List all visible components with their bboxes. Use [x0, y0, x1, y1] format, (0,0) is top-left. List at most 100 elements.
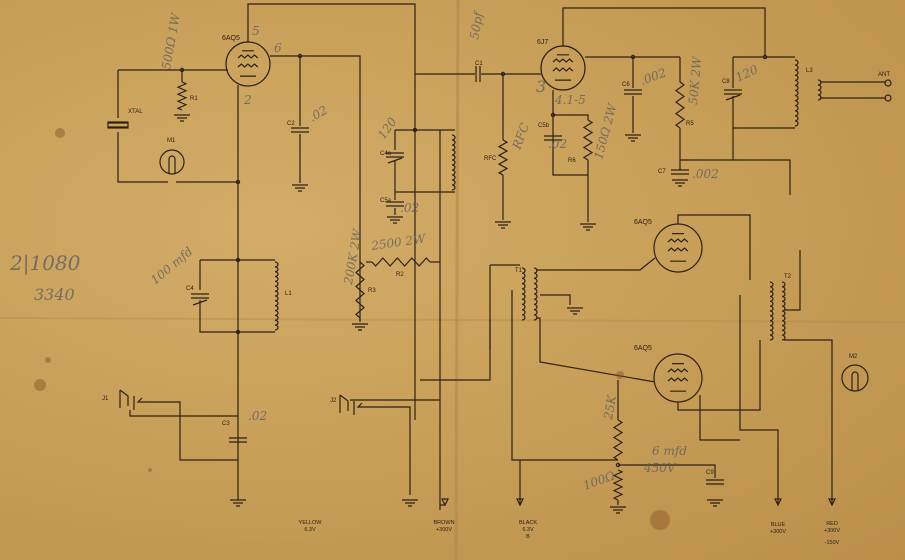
- label-r3: R3: [368, 288, 376, 294]
- wire: [552, 90, 588, 176]
- arrow-down-icon: [828, 498, 836, 507]
- coil-symbol: [769, 281, 774, 341]
- supply-brown: BROWN: [433, 520, 454, 526]
- wire: [562, 7, 766, 56]
- tube-electrode: [670, 233, 686, 262]
- ground-icon: [292, 184, 308, 192]
- ground-icon: [495, 221, 511, 229]
- note-tally-bottom: 3340: [34, 285, 75, 304]
- resistor-symbol: [674, 81, 686, 129]
- wire: [739, 295, 779, 505]
- ground-icon: [580, 223, 596, 231]
- wire: [511, 290, 618, 461]
- wire: [160, 401, 238, 461]
- supply-red-volt: +300V: [824, 528, 840, 534]
- fold-crease: [454, 0, 460, 560]
- supply-yellow: YELLOW: [299, 520, 323, 526]
- jack-icon: [119, 389, 160, 410]
- note-c5a-value: .02: [400, 201, 419, 215]
- tube-grid: [667, 238, 689, 252]
- arrow-down-icon: [774, 498, 782, 507]
- tube-label-pp-top: 6AQ5: [634, 219, 652, 226]
- label-c6: C6: [622, 82, 630, 88]
- tube-electrode: [670, 363, 686, 392]
- label-r1: R1: [190, 96, 198, 102]
- coil-symbol: [794, 59, 799, 127]
- supply-black: BLACK: [519, 520, 537, 526]
- label-r: R5: [686, 121, 694, 127]
- resistor-symbol: [612, 419, 624, 461]
- label-j2: J2: [330, 398, 337, 404]
- note-pin5: 5: [252, 24, 260, 38]
- ground-icon: [567, 307, 583, 315]
- label-c7: C7: [658, 169, 666, 175]
- fold-crease: [0, 317, 905, 323]
- label-xtal: XTAL: [128, 109, 143, 115]
- tube-grid: [237, 54, 259, 68]
- note-r6-value: 25K: [601, 393, 619, 421]
- arrow-down-icon: [441, 498, 449, 507]
- tube-electrode: [240, 50, 256, 77]
- supply-blue: BLUE: [771, 522, 786, 528]
- antenna-terminal-icon: [884, 79, 892, 87]
- stain-mark: [55, 128, 65, 138]
- lamp-filament: [168, 155, 176, 174]
- ground-icon: [174, 114, 190, 122]
- junction-dot: [235, 329, 241, 335]
- label-m1: M1: [167, 138, 176, 144]
- label-rfc: RFC: [484, 156, 497, 162]
- label-j1: J1: [102, 396, 109, 402]
- resistor-symbol: [612, 469, 624, 501]
- wire: [680, 159, 791, 195]
- label-c1: C1: [475, 61, 483, 67]
- coil-symbol: [817, 79, 822, 101]
- ground-icon: [625, 134, 641, 142]
- wire: [677, 340, 761, 411]
- wire: [732, 96, 795, 129]
- meter-lamp-icon: [159, 149, 185, 175]
- jack-icon: [339, 394, 380, 415]
- label-c4: C4: [186, 286, 194, 292]
- note-c4-value: 100 mfd: [148, 244, 196, 287]
- tube-electrode: [555, 54, 571, 81]
- stain-mark: [650, 510, 670, 530]
- supply-black-b: B: [526, 534, 530, 540]
- label-t1: T1: [515, 268, 523, 274]
- supply-brown-volt: +300V: [436, 527, 452, 533]
- note-c4a-value: 120: [375, 115, 400, 142]
- note-c9-value: 6 mfd: [652, 444, 687, 458]
- wire: [536, 257, 656, 271]
- ground-icon: [672, 179, 688, 187]
- note-c1-value: 50pf: [467, 9, 486, 41]
- junction-dot: [412, 127, 418, 133]
- supply-yellow-volt: 6.3V: [304, 527, 316, 533]
- ground-icon: [707, 499, 723, 507]
- resistor-symbol: [497, 139, 509, 176]
- note-r1-value: 500Ω 1W: [159, 11, 183, 71]
- supply-blue-volt: +300V: [770, 529, 786, 535]
- label-l3: L3: [806, 68, 813, 74]
- resistor-symbol: [582, 119, 594, 161]
- coil-symbol: [781, 281, 786, 341]
- label-c5b: C5b: [538, 123, 550, 129]
- wire: [553, 114, 589, 120]
- label-c5a: C5a: [380, 198, 392, 204]
- coil-symbol: [521, 267, 526, 321]
- label-c9: C9: [706, 470, 714, 476]
- label-r6: R6: [568, 158, 576, 164]
- coil-symbol: [451, 134, 456, 191]
- tube-label-pp-bottom: 6AQ5: [634, 345, 652, 352]
- ground-icon: [387, 216, 403, 224]
- note-c9-volt: 450V: [643, 461, 677, 475]
- resistor-symbol: [355, 261, 365, 319]
- note-r2-value: 2500 2W: [369, 231, 427, 253]
- note-rfc: RFC: [509, 121, 532, 152]
- supply-red: RED: [826, 521, 838, 527]
- tube-grid: [667, 368, 689, 382]
- label-r2: R2: [396, 272, 404, 278]
- wire: [618, 464, 716, 478]
- resistor-symbol: [371, 257, 431, 267]
- ground-icon: [230, 499, 246, 507]
- wire: [117, 132, 168, 183]
- wire: [677, 214, 751, 280]
